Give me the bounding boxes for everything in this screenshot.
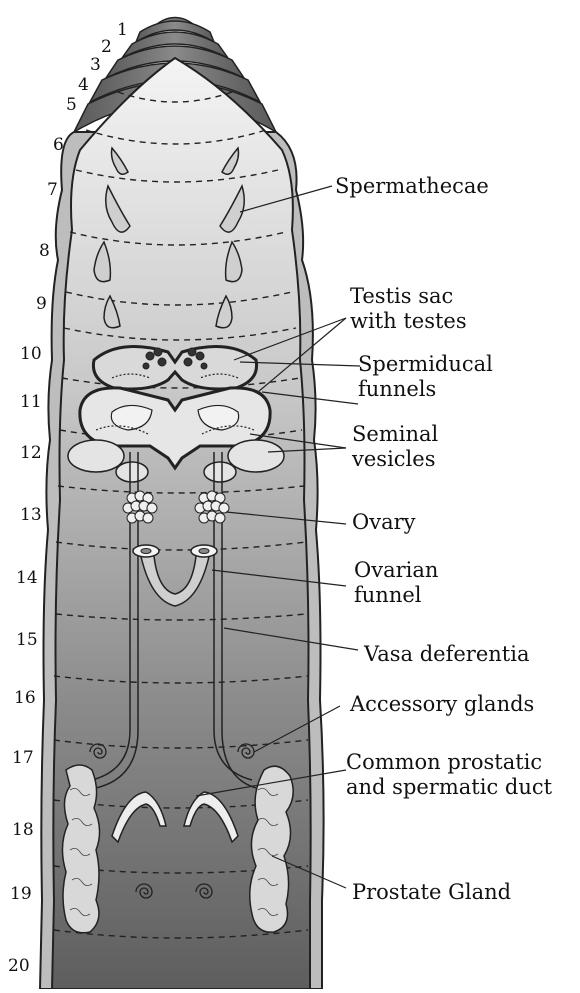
- label-ovarian-funnel: Ovarian funnel: [354, 558, 438, 608]
- segment-number-10: 10: [20, 346, 42, 363]
- segment-number-15: 15: [16, 632, 38, 649]
- segment-number-16: 16: [14, 690, 36, 707]
- label-vasa-deferentia: Vasa deferentia: [364, 642, 529, 667]
- segment-number-12: 12: [20, 445, 42, 462]
- segment-number-8: 8: [39, 243, 50, 260]
- label-ovary: Ovary: [352, 510, 416, 535]
- label-accessory-glands: Accessory glands: [350, 692, 534, 717]
- segment-number-4: 4: [78, 77, 89, 94]
- segment-number-11: 11: [20, 394, 42, 411]
- segment-number-6: 6: [53, 137, 64, 154]
- segment-number-7: 7: [47, 182, 58, 199]
- label-spermathecae: Spermathecae: [335, 174, 489, 199]
- segment-number-13: 13: [20, 507, 42, 524]
- segment-number-9: 9: [36, 296, 47, 313]
- segment-number-19: 19: [10, 886, 32, 903]
- label-spermiducal-funnels: Spermiducal funnels: [358, 352, 493, 402]
- segment-number-18: 18: [12, 822, 34, 839]
- label-seminal-vesicles: Seminal vesicles: [352, 422, 438, 472]
- segment-number-17: 17: [12, 750, 34, 767]
- segment-number-20: 20: [8, 958, 30, 975]
- segment-number-2: 2: [101, 39, 112, 56]
- segment-number-14: 14: [16, 570, 38, 587]
- segment-number-1: 1: [117, 22, 128, 39]
- label-common-duct: Common prostatic and spermatic duct: [346, 750, 552, 800]
- label-prostate-gland: Prostate Gland: [352, 880, 511, 905]
- segment-number-5: 5: [66, 97, 77, 114]
- segment-number-3: 3: [90, 57, 101, 74]
- label-testis-sac: Testis sac with testes: [350, 284, 467, 334]
